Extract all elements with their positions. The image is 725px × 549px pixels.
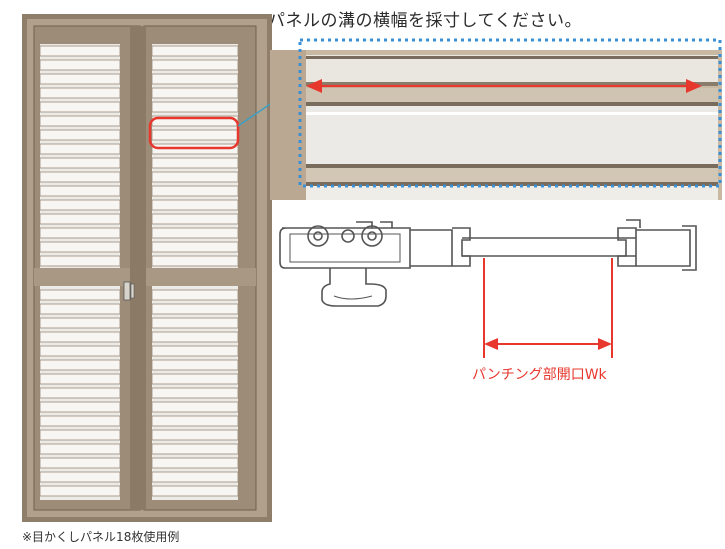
door-slat — [151, 443, 239, 455]
door-slat — [151, 345, 239, 357]
door-slat — [151, 303, 239, 315]
door-slat — [151, 485, 239, 497]
door-slat — [39, 45, 121, 57]
door-slat — [39, 345, 121, 357]
door-slat — [39, 157, 121, 169]
door-slat — [39, 255, 121, 267]
door-slat — [39, 171, 121, 183]
door-slats — [39, 45, 239, 497]
door-slat — [39, 359, 121, 371]
door-slat — [39, 73, 121, 85]
door-slat — [39, 387, 121, 399]
door-slat — [151, 317, 239, 329]
door-caption: ※目かくしパネル18枚使用例 — [22, 530, 180, 544]
door-slat — [39, 401, 121, 413]
door-slat — [39, 227, 121, 239]
door-slat — [151, 73, 239, 85]
door-slat — [151, 331, 239, 343]
door-slat — [151, 87, 239, 99]
door-slat — [39, 373, 121, 385]
door-handle-right — [130, 283, 135, 299]
wk-arrow-head-right — [598, 338, 612, 350]
door-slat — [39, 129, 121, 141]
door-slat — [39, 471, 121, 483]
door-slat — [39, 317, 121, 329]
door-slat — [39, 331, 121, 343]
door-slat — [151, 101, 239, 113]
arrow-head-left — [306, 79, 322, 93]
closeup-slat-top — [306, 55, 718, 83]
closeup-slat-middle — [306, 106, 718, 164]
door-slat — [151, 401, 239, 413]
door-slat — [151, 227, 239, 239]
door-slat — [151, 471, 239, 483]
panel-closeup — [270, 38, 722, 200]
door-slat — [151, 157, 239, 169]
door-slat — [39, 443, 121, 455]
door-slat — [151, 255, 239, 267]
door-slat — [151, 59, 239, 71]
door-slat — [151, 289, 239, 301]
door-slat — [39, 213, 121, 225]
door-slat — [151, 429, 239, 441]
door-slat — [39, 303, 121, 315]
rail-cross-section — [279, 219, 697, 307]
door-handle — [123, 281, 131, 301]
door-center-stile — [130, 26, 146, 510]
door-slat — [151, 241, 239, 253]
door-slat — [151, 129, 239, 141]
door-slat — [39, 185, 121, 197]
door-slat — [39, 87, 121, 99]
door-slat — [151, 359, 239, 371]
door-slat — [39, 485, 121, 497]
door-slat — [151, 415, 239, 427]
instruction-title: パネルの溝の横幅を採寸してください。 — [268, 11, 582, 31]
door-slat — [151, 387, 239, 399]
door-slat — [151, 185, 239, 197]
groove-dotted-outline — [298, 38, 722, 188]
wk-dimension — [483, 258, 613, 358]
door-slat — [39, 289, 121, 301]
door-slat — [39, 101, 121, 113]
door-slat — [39, 415, 121, 427]
door-slat — [151, 457, 239, 469]
door-slat — [151, 45, 239, 57]
highlight-slat-box — [148, 116, 240, 150]
door-slat — [39, 115, 121, 127]
door-slat — [39, 199, 121, 211]
door-slat — [151, 171, 239, 183]
wk-arrow-head-left — [484, 338, 498, 350]
folding-door — [22, 14, 283, 522]
door-slat — [39, 143, 121, 155]
door-slat — [151, 373, 239, 385]
door-slat — [39, 457, 121, 469]
door-slat — [39, 59, 121, 71]
opening-width-label: パンチング部開口Wk — [472, 367, 607, 383]
door-slat — [39, 241, 121, 253]
door-slat — [151, 199, 239, 211]
door-slat — [39, 429, 121, 441]
arrow-head-right — [686, 79, 702, 93]
door-slat — [151, 213, 239, 225]
